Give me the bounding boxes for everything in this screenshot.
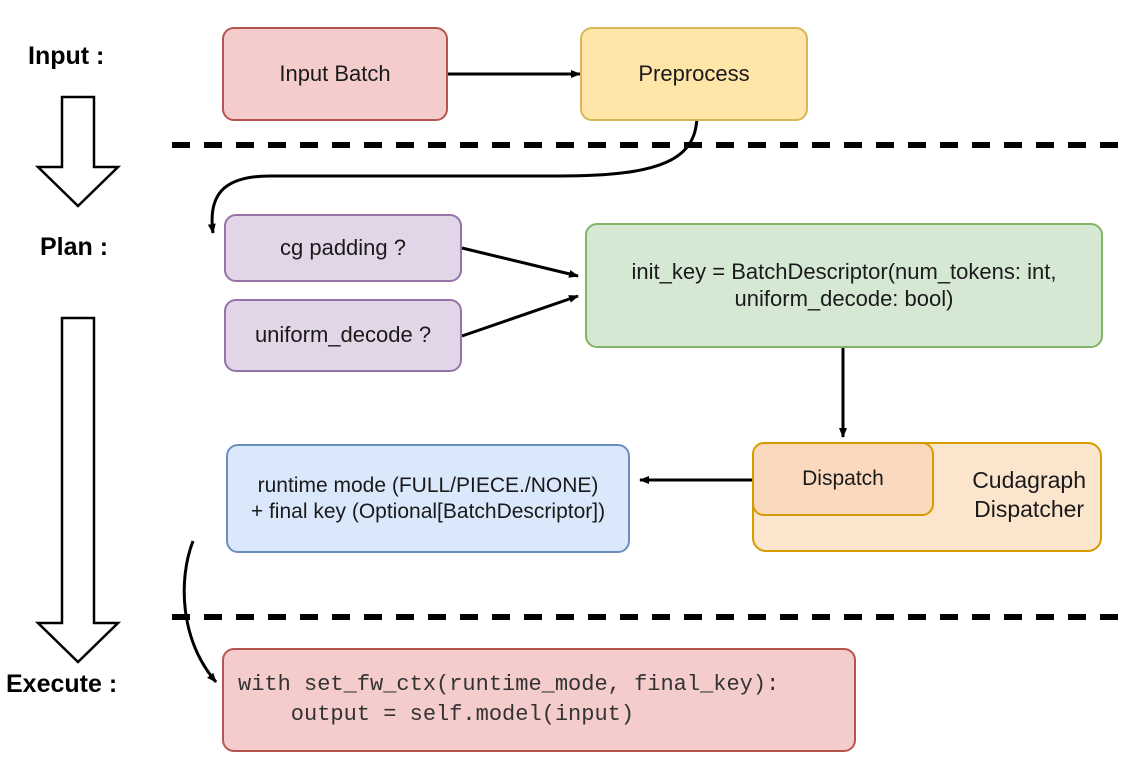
- plan-to-execute-flow-arrow: [34, 316, 122, 664]
- node-uniform-decode-label: uniform_decode ?: [254, 322, 432, 348]
- node-execute-code[interactable]: with set_fw_ctx(runtime_mode, final_key)…: [222, 648, 856, 752]
- node-execute-code-line1: with set_fw_ctx(runtime_mode, final_key)…: [238, 672, 780, 698]
- stage-label-plan: Plan :: [40, 233, 109, 261]
- node-init-key[interactable]: init_key = BatchDescriptor(num_tokens: i…: [585, 223, 1103, 348]
- node-runtime-mode-line2: + final key (Optional[BatchDescriptor]): [250, 499, 606, 523]
- node-uniform-decode[interactable]: uniform_decode ?: [224, 299, 462, 372]
- node-cudagraph-dispatcher-labels: Cudagraph Dispatcher: [972, 466, 1086, 524]
- node-init-key-line1: init_key = BatchDescriptor(num_tokens: i…: [631, 258, 1057, 284]
- node-cudagraph-dispatcher-line1: Cudagraph: [972, 467, 1086, 493]
- node-runtime-mode[interactable]: runtime mode (FULL/PIECE./NONE) + final …: [226, 444, 630, 553]
- stage-label-input: Input :: [28, 42, 105, 70]
- node-init-key-line2: uniform_decode: bool): [734, 285, 954, 311]
- stage-label-execute: Execute :: [6, 670, 118, 698]
- node-cg-padding[interactable]: cg padding ?: [224, 214, 462, 282]
- node-preprocess-label: Preprocess: [638, 60, 750, 86]
- node-input-batch[interactable]: Input Batch: [222, 27, 448, 121]
- node-cudagraph-dispatcher-line2: Dispatcher: [974, 495, 1085, 522]
- node-runtime-mode-line1: runtime mode (FULL/PIECE./NONE): [257, 473, 599, 497]
- node-input-batch-label: Input Batch: [279, 60, 391, 86]
- node-preprocess[interactable]: Preprocess: [580, 27, 808, 121]
- edge-preprocess-to-cg-padding: [207, 114, 699, 234]
- node-execute-code-line2: output = self.model(input): [238, 702, 635, 727]
- edge-cg-padding-to-init-key: [461, 246, 579, 278]
- node-dispatch[interactable]: Dispatch: [752, 442, 934, 516]
- input-to-plan-flow-arrow: [34, 95, 122, 208]
- node-dispatch-label: Dispatch: [802, 467, 884, 491]
- edge-runtime-mode-to-execute: [182, 540, 218, 683]
- node-cg-padding-label: cg padding ?: [280, 234, 406, 260]
- edge-uniform-decode-to-init-key: [461, 294, 579, 338]
